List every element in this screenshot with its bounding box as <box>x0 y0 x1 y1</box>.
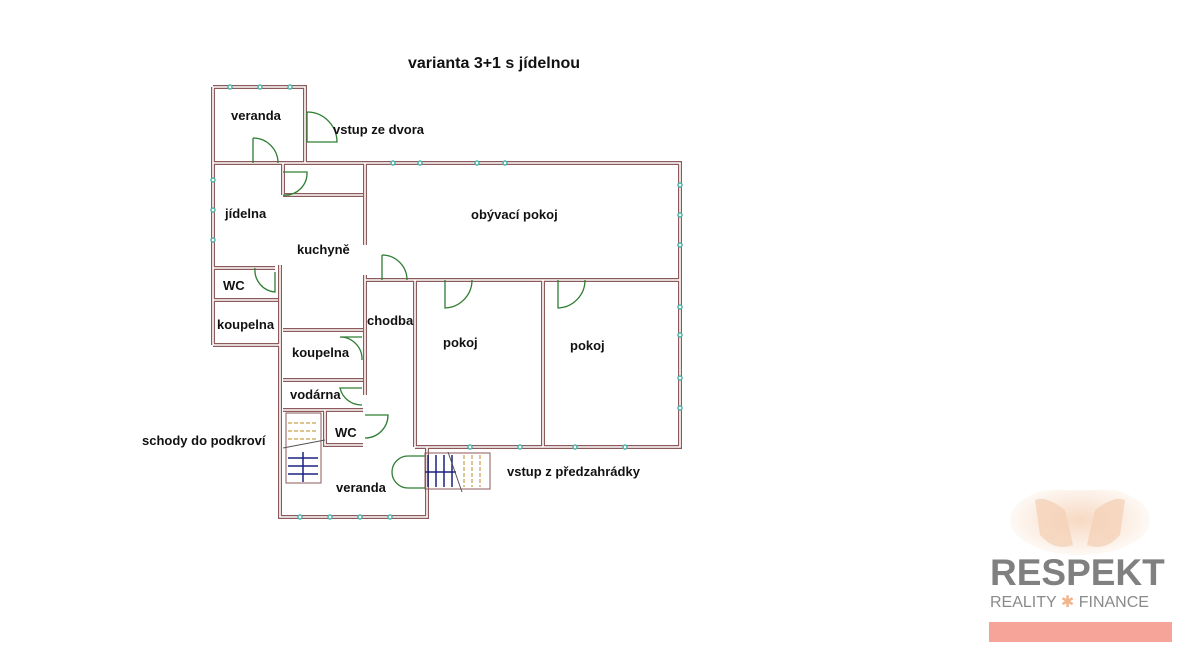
room-label-dining: jídelna <box>225 206 267 221</box>
company-logo: RESPEKT REALITY ✱ FINANCE <box>985 490 1175 645</box>
logo-bar <box>989 622 1172 642</box>
room-label-veranda-bottom: veranda <box>336 480 386 495</box>
room-label-room2: pokoj <box>570 338 605 353</box>
room-label-bath-left: koupelna <box>217 317 275 332</box>
room-label-veranda-top: veranda <box>231 108 281 123</box>
stairs-entrance <box>424 451 491 493</box>
room-label-room1: pokoj <box>443 335 478 350</box>
logo-sub-left: REALITY <box>990 594 1057 611</box>
label-stairs-attic: schody do podkroví <box>142 433 266 448</box>
plan-title: varianta 3+1 s jídelnou <box>408 55 581 72</box>
room-label-water-room: vodárna <box>290 387 341 402</box>
label-entrance-yard: vstup ze dvora <box>333 122 425 137</box>
hands-icon <box>1010 490 1150 555</box>
stairs-attic <box>282 412 326 484</box>
logo-sub-right: FINANCE <box>1078 594 1149 611</box>
room-label-wc-left: WC <box>223 278 245 293</box>
room-label-hall: chodba <box>367 313 414 328</box>
logo-name: RESPEKT <box>990 552 1165 593</box>
room-label-kitchen: kuchyně <box>297 242 350 257</box>
room-label-bath-mid: koupelna <box>292 345 350 360</box>
room-label-wc-mid: WC <box>335 425 357 440</box>
logo-subtitle: REALITY ✱ FINANCE <box>990 592 1149 612</box>
label-entrance-front: vstup z předzahrádky <box>507 464 640 479</box>
star-icon: ✱ <box>1060 594 1075 611</box>
doors <box>252 111 586 489</box>
windows <box>210 84 683 520</box>
room-label-living: obývací pokoj <box>471 207 558 222</box>
